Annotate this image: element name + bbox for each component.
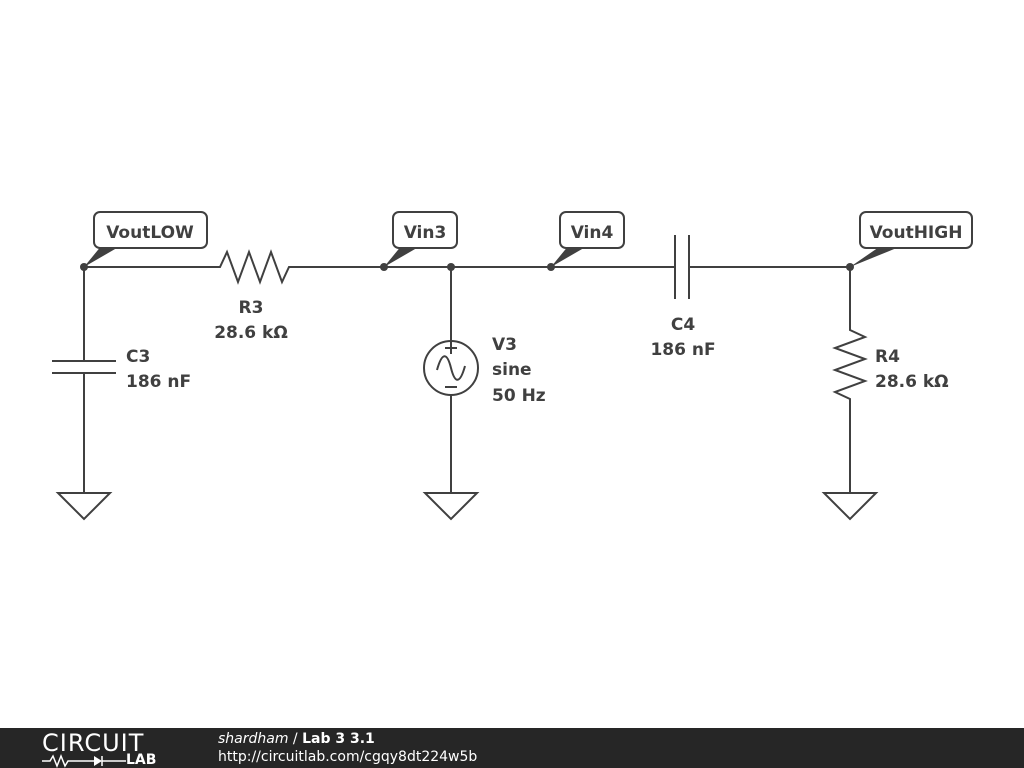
r3-name: R3 <box>239 298 264 318</box>
v3-frequency: 50 Hz <box>492 386 546 406</box>
circuit-title[interactable]: Lab 3 3.1 <box>302 731 375 747</box>
resistor-r4-symbol[interactable] <box>832 324 868 405</box>
sine-wave-icon <box>436 355 466 381</box>
tag-box <box>93 211 208 249</box>
tag-pointer <box>850 245 904 267</box>
logo-lab-text: LAB <box>126 752 157 768</box>
circuitlab-logo[interactable]: CIRCUIT LAB <box>42 730 182 768</box>
tag-box <box>392 211 458 249</box>
ground-left-icon <box>55 492 113 521</box>
r4-value: 28.6 kΩ <box>875 372 949 392</box>
c4-value: 186 nF <box>650 340 715 360</box>
net-tag-vin4[interactable]: Vin4 <box>551 211 625 267</box>
tag-box <box>859 211 973 249</box>
logo-circuit-text: CIRCUIT <box>42 729 145 757</box>
c3-value: 186 nF <box>126 372 191 392</box>
tag-pointer <box>551 245 589 267</box>
logo-wave-diode-icon <box>42 754 126 768</box>
ground-right-icon <box>821 492 879 521</box>
tag-box <box>559 211 625 249</box>
author-name[interactable]: shardham <box>218 731 289 747</box>
r4-name: R4 <box>875 347 900 367</box>
net-tag-vout-high[interactable]: VoutHIGH <box>850 211 973 267</box>
separator: / <box>288 731 303 747</box>
net-label-vout-low: VoutLOW <box>106 223 194 243</box>
circuit-meta: shardham / Lab 3 3.1 http://circuitlab.c… <box>218 730 477 766</box>
r3-value: 28.6 kΩ <box>214 323 288 343</box>
ground-middle-icon <box>422 492 480 521</box>
v3-type: sine <box>492 360 532 380</box>
net-label-vin4: Vin4 <box>571 223 614 243</box>
tag-pointer <box>84 245 122 267</box>
net-tag-vout-low[interactable]: VoutLOW <box>84 211 208 267</box>
node-dot-v3 <box>447 263 455 271</box>
c4-name: C4 <box>671 315 695 335</box>
circuit-url[interactable]: http://circuitlab.com/cgqy8dt224w5b <box>218 749 478 765</box>
tag-pointer <box>384 245 422 267</box>
net-tag-vin3[interactable]: Vin3 <box>384 211 458 267</box>
net-label-vin3: Vin3 <box>404 223 447 243</box>
author-title-line: shardham / Lab 3 3.1 <box>218 730 477 748</box>
footer-bar: CIRCUIT LAB shardham / Lab 3 3.1 http://… <box>0 728 1024 768</box>
net-label-vout-high: VoutHIGH <box>870 223 963 243</box>
c3-name: C3 <box>126 347 150 367</box>
resistor-r3-symbol[interactable] <box>212 249 296 285</box>
schematic-canvas: VoutLOW Vin3 Vin4 VoutHIGH R3 28.6 kΩ C3… <box>52 211 973 521</box>
v3-name: V3 <box>492 335 517 355</box>
